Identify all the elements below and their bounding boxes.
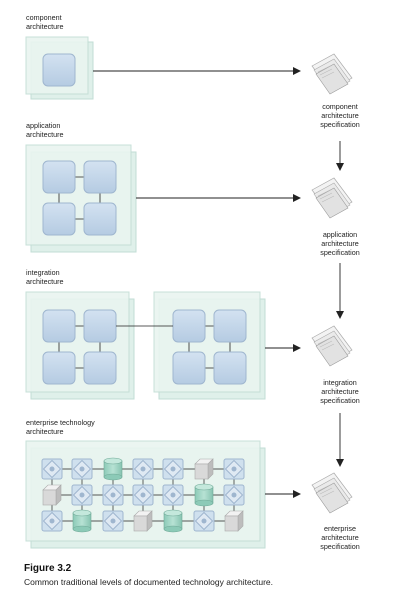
enterprise-spec-label: enterprise architecture specification — [320, 524, 360, 551]
service-icon — [71, 484, 93, 506]
component-architecture-title: component architecture — [26, 13, 64, 31]
application-architecture-panel — [25, 144, 137, 253]
figure-caption: Common traditional levels of documented … — [24, 577, 273, 587]
service-icon — [162, 458, 184, 480]
integration-architecture-panel-left — [25, 291, 135, 400]
service-icon — [223, 484, 245, 506]
service-icon — [71, 458, 93, 480]
service-icon — [193, 510, 215, 532]
application-spec-doc-icon — [311, 177, 353, 219]
server-cube-icon — [42, 484, 62, 506]
component-spec-label: component architecture specification — [320, 102, 360, 129]
service-icon — [102, 484, 124, 506]
enterprise-architecture-panel — [25, 440, 266, 549]
server-cube-icon — [224, 510, 244, 532]
integration-spec-doc-icon — [311, 325, 353, 367]
service-icon — [132, 458, 154, 480]
integration-architecture-title: integration architecture — [26, 268, 64, 286]
service-icon — [102, 510, 124, 532]
component-spec-doc-icon — [311, 53, 353, 95]
figure-number: Figure 3.2 — [24, 563, 72, 574]
database-cylinder-icon — [103, 457, 123, 481]
enterprise-architecture-title: enterprise technology architecture — [26, 418, 95, 436]
component-box — [42, 53, 76, 87]
integration-spec-label: integration architecture specification — [320, 378, 360, 405]
database-cylinder-icon — [72, 509, 92, 533]
application-spec-label: application architecture specification — [320, 230, 360, 257]
service-icon — [162, 484, 184, 506]
enterprise-component-grid — [41, 457, 245, 533]
service-icon — [132, 484, 154, 506]
service-icon — [41, 510, 63, 532]
service-icon — [223, 458, 245, 480]
component-architecture-panel — [25, 36, 94, 100]
database-cylinder-icon — [163, 509, 183, 533]
enterprise-spec-doc-icon — [311, 472, 353, 514]
server-cube-icon — [133, 510, 153, 532]
service-icon — [41, 458, 63, 480]
database-cylinder-icon — [194, 483, 214, 507]
integration-architecture-panel-right — [153, 291, 266, 400]
application-architecture-title: application architecture — [26, 121, 64, 139]
server-cube-icon — [194, 458, 214, 480]
